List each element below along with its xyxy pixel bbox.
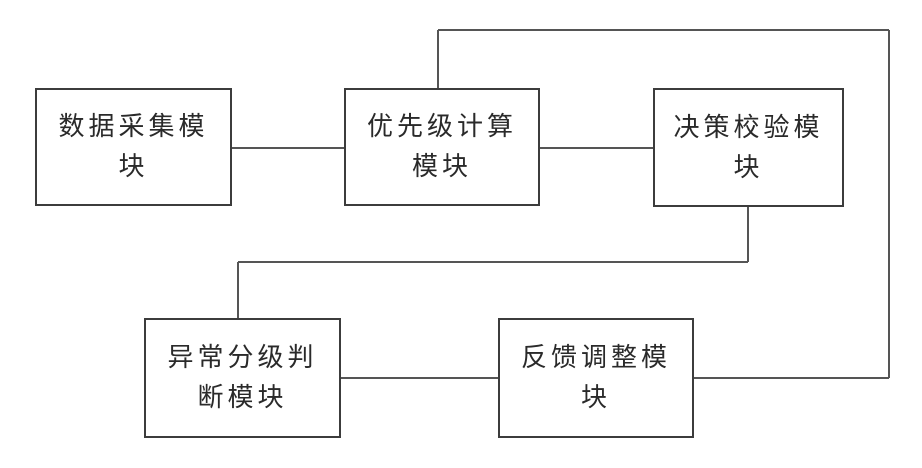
- priority-calc-label: 优先级计算 模块: [367, 107, 517, 187]
- anomaly-grading-module: 异常分级判 断模块: [144, 318, 341, 438]
- feedback-adjust-module: 反馈调整模 块: [498, 318, 694, 438]
- decision-check-label: 决策校验模 块: [673, 108, 823, 188]
- feedback-adjust-label: 反馈调整模 块: [521, 338, 671, 418]
- decision-check-module: 决策校验模 块: [653, 88, 844, 207]
- data-collection-module: 数据采集模 块: [35, 88, 232, 206]
- data-collection-label: 数据采集模 块: [58, 107, 208, 187]
- priority-calc-module: 优先级计算 模块: [344, 88, 540, 206]
- anomaly-grading-label: 异常分级判 断模块: [167, 338, 317, 418]
